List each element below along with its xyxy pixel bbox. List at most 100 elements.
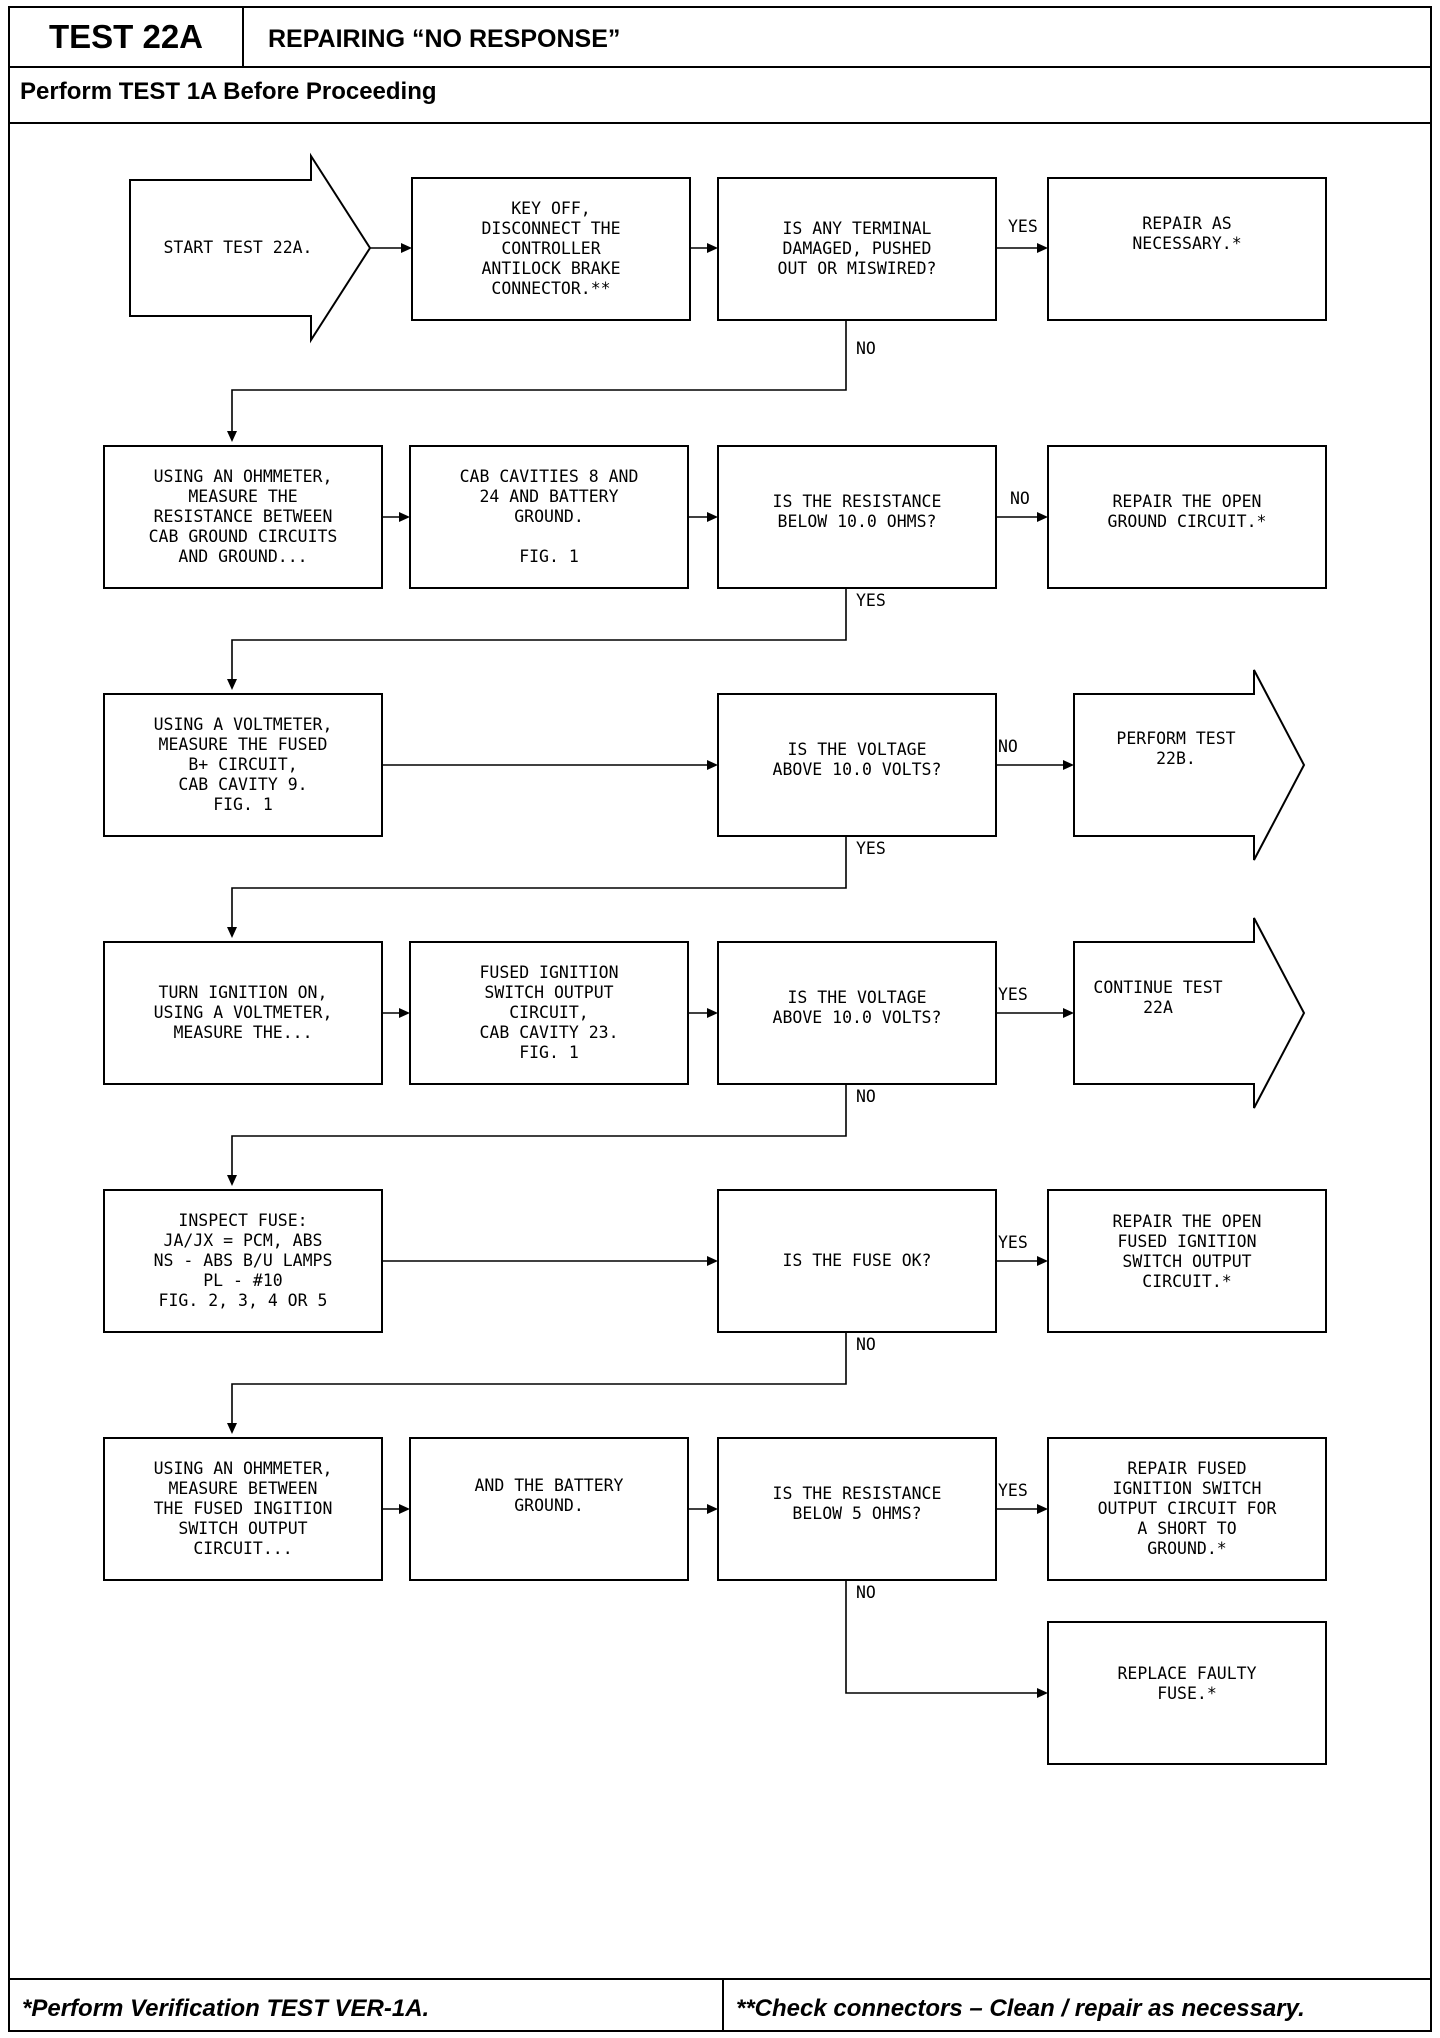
box-text-line: IGNITION SWITCH (1112, 1479, 1261, 1498)
start-test-text: START TEST 22A. (163, 238, 312, 257)
box-text-line: CIRCUIT.* (1142, 1272, 1231, 1291)
box-text-line: REPAIR FUSED (1127, 1459, 1246, 1478)
row6-no-label: NO (856, 1583, 876, 1602)
row3-no-label: NO (998, 737, 1018, 756)
box-text-line: CONNECTOR.** (491, 279, 610, 298)
flowchart: START TEST 22A. KEY OFF,DISCONNECT THE CO… (103, 152, 1327, 1765)
box-text-line: NS - ABS B/U LAMPS (154, 1251, 333, 1270)
fuse-ok-question-box: IS THE FUSE OK? (717, 1189, 997, 1333)
box-text-line: MEASURE BETWEEN (168, 1479, 317, 1498)
test-number: TEST 22A (10, 8, 244, 66)
test-page: TEST 22A REPAIRING “NO RESPONSE” Perform… (8, 6, 1432, 2032)
box-text-line: GROUND.* (1147, 1539, 1226, 1558)
box-text-line: GROUND CIRCUIT.* (1108, 512, 1267, 531)
box-text-line: CAB CAVITY 23. (479, 1023, 618, 1042)
box-text-line: PL - #10 (203, 1271, 282, 1290)
box-text-line: IS THE VOLTAGE (787, 988, 926, 1007)
row2-yes-label: YES (856, 591, 886, 610)
box-text-line: OUTPUT CIRCUIT FOR (1098, 1499, 1277, 1518)
footer-divider (722, 1980, 724, 2032)
box-text-line: CAB CAVITIES 8 AND (460, 467, 639, 486)
footer-bar: *Perform Verification TEST VER-1A. **Che… (10, 1978, 1430, 2032)
box-text-line: FIG. 2, 3, 4 OR 5 (159, 1291, 328, 1310)
box-text-line: FIG. 1 (519, 1043, 579, 1062)
box-text-line: SWITCH OUTPUT (1122, 1252, 1251, 1271)
box-text-line: REPAIR THE OPEN (1112, 1212, 1261, 1231)
box-text-line: ABOVE 10.0 VOLTS? (773, 760, 942, 779)
row5-yes-label: YES (998, 1233, 1028, 1252)
box-text-line: USING AN OHMMETER, (154, 1459, 333, 1478)
box-text-line: USING AN OHMMETER, (154, 467, 333, 486)
box-text-line: ANTILOCK BRAKE (481, 259, 620, 278)
row2-no-label: NO (1010, 489, 1030, 508)
box-text-line: CONTINUE TEST (1093, 978, 1222, 997)
box-text-line: KEY OFF, (511, 199, 590, 218)
box-text-line: JA/JX = PCM, ABS (164, 1231, 323, 1250)
header-bar: TEST 22A REPAIRING “NO RESPONSE” (10, 8, 1430, 68)
row4-no-label: NO (856, 1087, 876, 1106)
box-text-line: FUSED IGNITION (1117, 1232, 1256, 1251)
box-text-line: IS ANY TERMINAL (782, 219, 931, 238)
box-text-line: 24 AND BATTERY (479, 487, 618, 506)
row6-yes-label: YES (998, 1481, 1028, 1500)
prerequisite-note: Perform TEST 1A Before Proceeding (20, 78, 437, 105)
box-text-line: THE FUSED INGITION (154, 1499, 333, 1518)
box-text-line: IS THE VOLTAGE (787, 740, 926, 759)
box-text-line: OUT OR MISWIRED? (778, 259, 937, 278)
box-text-line: MEASURE THE (188, 487, 297, 506)
box-text-line: IS THE RESISTANCE (773, 1484, 942, 1503)
row1-no-label: NO (856, 339, 876, 358)
row3-yes-label: YES (856, 839, 886, 858)
box-text-line: A SHORT TO (1137, 1519, 1236, 1538)
box-text-line: MEASURE THE FUSED (159, 735, 328, 754)
box-text-line: REPAIR THE OPEN (1112, 492, 1261, 511)
box-text-line: PERFORM TEST (1116, 729, 1235, 748)
box-text-line: BELOW 10.0 OHMS? (778, 512, 937, 531)
box-text-line: IS THE RESISTANCE (773, 492, 942, 511)
box-text-line: AND THE BATTERY (474, 1476, 623, 1495)
verification-note: *Perform Verification TEST VER-1A. (22, 1995, 430, 2022)
box-text-line: DISCONNECT THE (481, 219, 620, 238)
box-text-line: IS THE FUSE OK? (782, 1251, 931, 1270)
fuse-ok-question-text: IS THE FUSE OK? (782, 1251, 931, 1270)
box-text-line: 22A (1143, 998, 1173, 1017)
row5-no-label: NO (856, 1335, 876, 1354)
box-text-line: ABOVE 10.0 VOLTS? (773, 1008, 942, 1027)
box-text-line: INSPECT FUSE: (178, 1211, 307, 1230)
box-text-line: BELOW 5 OHMS? (792, 1504, 921, 1523)
box-text-line: GROUND. (514, 1496, 584, 1515)
box-text-line: FUSE.* (1157, 1684, 1217, 1703)
box-text-line: REPAIR AS (1142, 214, 1231, 233)
box-text-line: SWITCH OUTPUT (178, 1519, 307, 1538)
box-text-line: 22B. (1156, 749, 1196, 768)
row1-yes-label: YES (1008, 217, 1038, 236)
box-text-line: B+ CIRCUIT, (188, 755, 297, 774)
box-text-line: NECESSARY.* (1132, 234, 1241, 253)
